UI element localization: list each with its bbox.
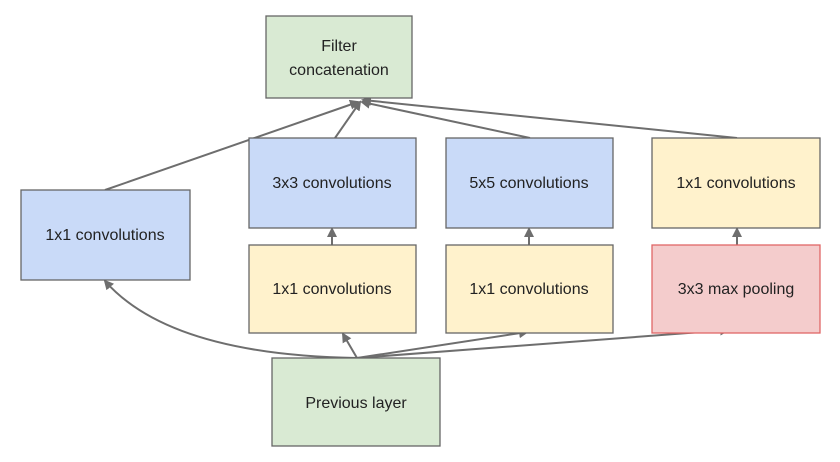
edge-previous-to-reduce3 — [341, 332, 358, 359]
conv1x1-right-box — [651, 137, 821, 229]
edge-previous-to-reduce5 — [356, 328, 529, 359]
edge-conv3x3-to-concat — [334, 100, 362, 139]
conv1x1-left-label: 1x1 convolutions — [45, 227, 164, 244]
conv1x1-reduce3-box — [248, 244, 417, 334]
node-filter-concatenation: Filter concatenation — [265, 15, 413, 99]
conv1x1-left-box — [20, 189, 191, 281]
filter-concatenation-box — [265, 15, 413, 99]
node-conv5x5: 5x5 convolutions — [445, 137, 614, 229]
edge-previous-to-maxpool — [356, 325, 730, 359]
conv5x5-label: 5x5 convolutions — [469, 175, 588, 192]
conv1x1-reduce3-label: 1x1 convolutions — [272, 281, 391, 298]
node-maxpool3x3: 3x3 max pooling — [651, 244, 821, 334]
node-conv1x1-left: 1x1 convolutions — [20, 189, 191, 281]
previous-layer-box — [271, 357, 441, 447]
conv3x3-box — [248, 137, 417, 229]
filter-concatenation-label-line1: Filter — [321, 38, 357, 55]
conv1x1-right-label: 1x1 convolutions — [676, 175, 795, 192]
node-previous-layer: Previous layer — [271, 357, 441, 447]
maxpool3x3-label: 3x3 max pooling — [678, 281, 795, 298]
previous-layer-label: Previous layer — [305, 395, 407, 412]
node-conv3x3: 3x3 convolutions — [248, 137, 417, 229]
conv3x3-label: 3x3 convolutions — [272, 175, 391, 192]
conv5x5-box — [445, 137, 614, 229]
edges — [103, 95, 742, 359]
node-conv1x1-right: 1x1 convolutions — [651, 137, 821, 229]
edge-conv1x1-right-to-concat — [361, 95, 738, 139]
conv1x1-reduce5-label: 1x1 convolutions — [469, 281, 588, 298]
maxpool3x3-box — [651, 244, 821, 334]
node-conv1x1-reduce5: 1x1 convolutions — [445, 244, 614, 334]
filter-concatenation-label-line2: concatenation — [289, 62, 389, 79]
edge-conv5x5-to-concat — [360, 98, 531, 139]
edge-conv1x1-left-to-concat — [104, 99, 360, 191]
conv1x1-reduce5-box — [445, 244, 614, 334]
edge-previous-to-conv1x1-left — [103, 279, 358, 359]
node-conv1x1-reduce3: 1x1 convolutions — [248, 244, 417, 334]
